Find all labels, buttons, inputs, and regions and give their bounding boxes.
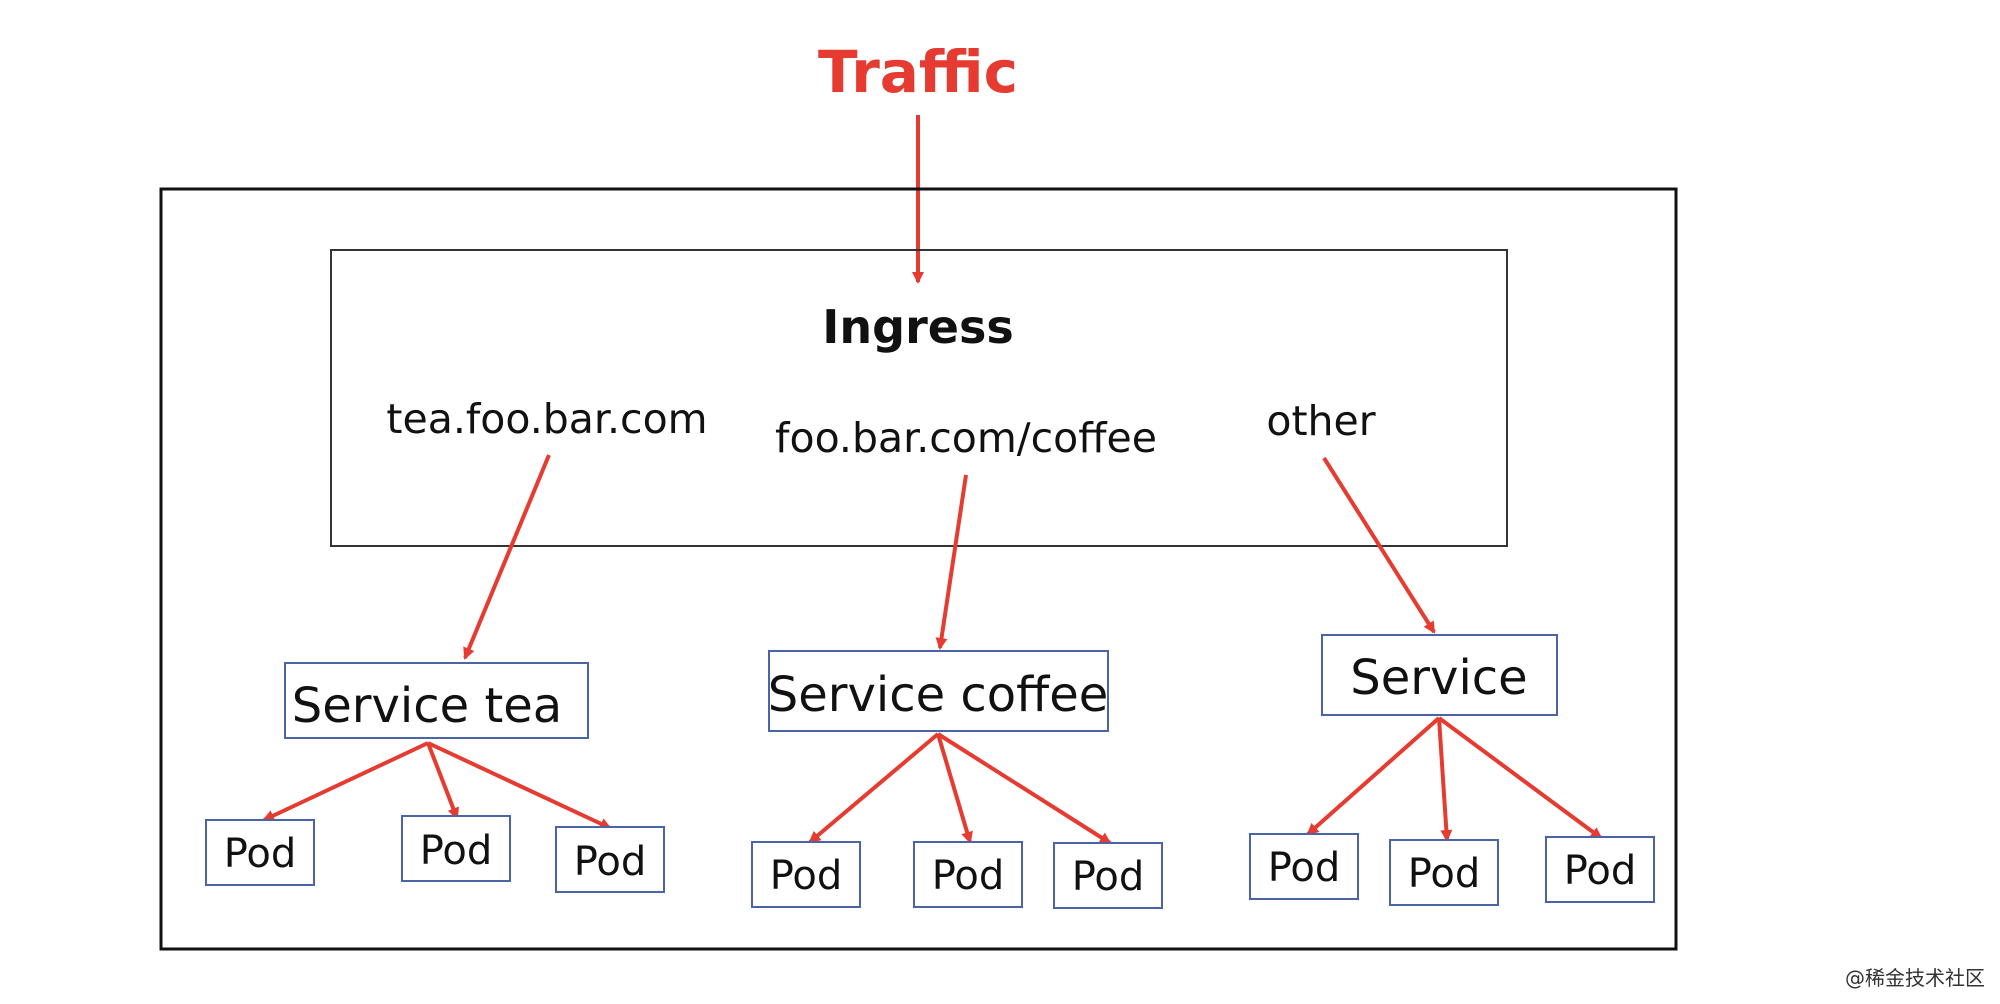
- pod-box-tea-2: [401, 815, 511, 882]
- pod-arrow-coffee-1: [808, 732, 940, 844]
- pod-label-coffee-3: Pod: [1072, 854, 1145, 900]
- pod-label-coffee-2: Pod: [932, 853, 1005, 899]
- route-label-tea: tea.foo.bar.com: [386, 395, 707, 443]
- pod-arrow-coffee-2: [936, 733, 973, 844]
- pod-arrow-tea-3: [427, 741, 612, 830]
- route-arrow-tea: [463, 454, 551, 660]
- pod-box-tea-1: [205, 819, 315, 886]
- pod-box-other-3: [1545, 836, 1655, 903]
- pod-label-other-1: Pod: [1268, 845, 1341, 891]
- pod-arrow-coffee-3: [936, 732, 1112, 845]
- pod-box-coffee-3: [1053, 842, 1163, 909]
- route-label-other: other: [1266, 397, 1375, 445]
- service-box-tea: [284, 662, 589, 739]
- cluster-boundary: [159, 187, 1678, 951]
- pod-label-other-3: Pod: [1564, 848, 1637, 894]
- route-arrow-coffee: [935, 474, 968, 650]
- service-box-coffee: [768, 650, 1109, 732]
- pod-arrow-other-1: [1306, 716, 1441, 836]
- service-label-coffee: Service coffee: [768, 667, 1109, 723]
- pod-label-tea-3: Pod: [574, 839, 647, 885]
- route-arrow-other: [1322, 456, 1436, 634]
- service-box-other: [1321, 634, 1558, 716]
- pod-arrow-tea-1: [262, 741, 429, 822]
- watermark-text: @稀金技术社区: [1845, 966, 1985, 990]
- pod-label-tea-1: Pod: [224, 831, 297, 877]
- pod-label-other-2: Pod: [1408, 851, 1481, 897]
- pod-box-other-2: [1389, 839, 1499, 906]
- ingress-title: Ingress: [822, 300, 1013, 354]
- pod-arrow-tea-2: [426, 742, 459, 820]
- ingress-box: [330, 249, 1508, 547]
- pod-arrow-other-2: [1437, 717, 1453, 842]
- pod-label-tea-2: Pod: [420, 828, 493, 874]
- traffic-title: Traffic: [818, 38, 1018, 106]
- pod-box-coffee-2: [913, 841, 1023, 908]
- pod-box-tea-3: [555, 826, 665, 893]
- pod-box-other-1: [1249, 833, 1359, 900]
- pod-arrow-other-3: [1437, 716, 1603, 840]
- pod-label-coffee-1: Pod: [770, 853, 843, 899]
- service-label-tea: Service tea: [292, 678, 562, 734]
- route-label-coffee: foo.bar.com/coffee: [775, 414, 1157, 462]
- service-label-other: Service: [1350, 650, 1527, 706]
- pod-box-coffee-1: [751, 841, 861, 908]
